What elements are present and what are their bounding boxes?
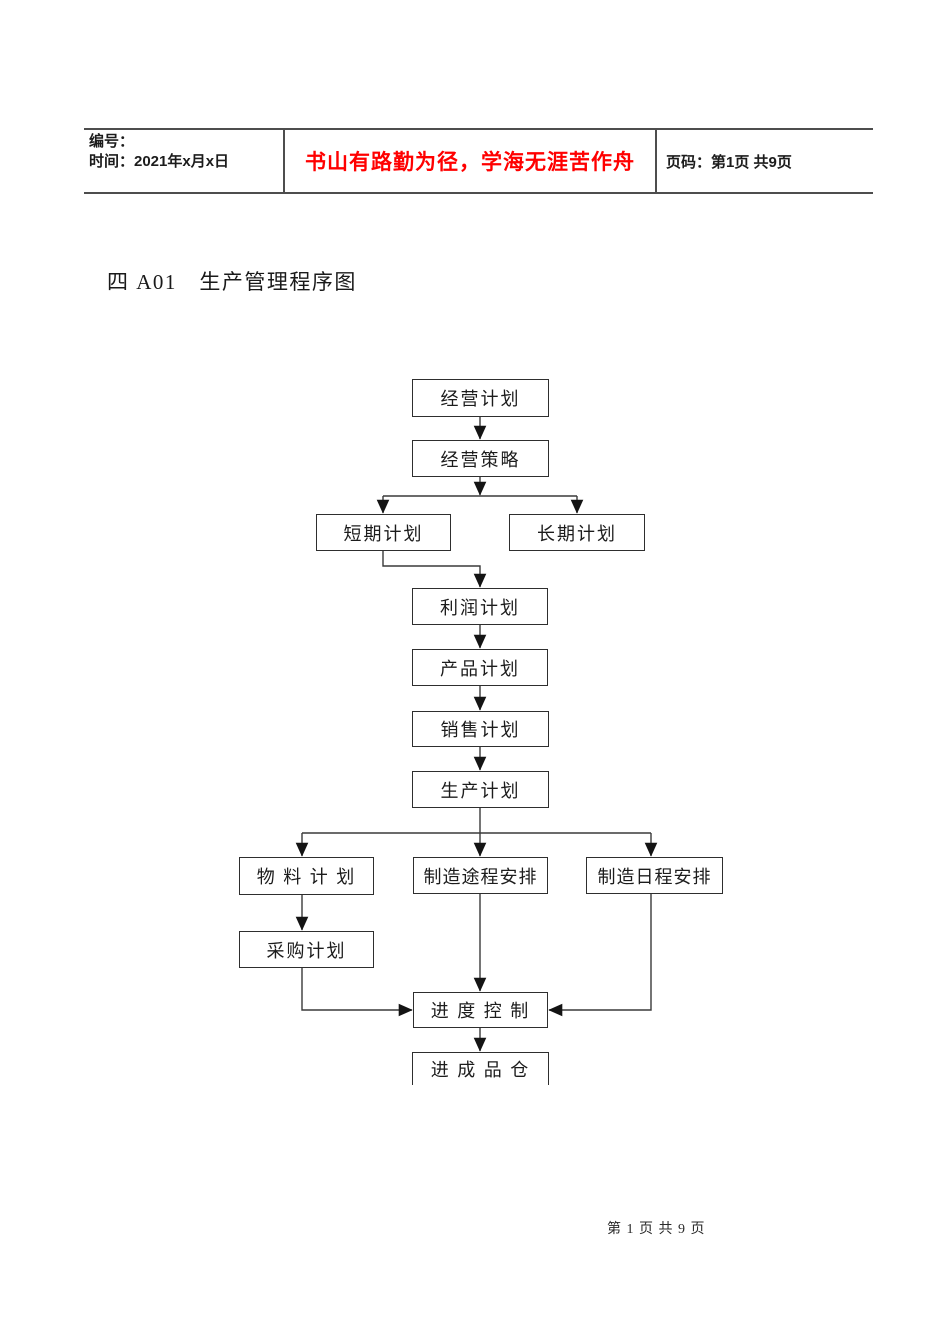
document-title: 四 A01 生产管理程序图 [107, 270, 357, 294]
flow-node-product-plan: 产品计划 [412, 649, 548, 686]
flow-node-production-plan: 生产计划 [412, 771, 549, 808]
flow-node-finished-goods-warehouse: 进 成 品 仓 [412, 1052, 549, 1085]
flow-node-material-plan: 物 料 计 划 [239, 857, 374, 895]
header-cell-info: 编号： 时间：2021年x月x日 [84, 130, 283, 192]
flow-node-business-plan: 经营计划 [412, 379, 549, 417]
flow-node-long-term-plan: 长期计划 [509, 514, 645, 551]
flow-node-progress-control: 进 度 控 制 [413, 992, 548, 1028]
doc-number-label: 编号： [89, 133, 135, 150]
motto-text: 书山有路勤为径，学海无涯苦作舟 [305, 150, 635, 174]
header-table: 编号： 时间：2021年x月x日 书山有路勤为径，学海无涯苦作舟 页码：第1页 … [84, 128, 873, 194]
flow-node-short-term-plan: 短期计划 [316, 514, 451, 551]
flow-node-date-scheduling: 制造日程安排 [586, 857, 723, 894]
flow-node-sales-plan: 销售计划 [412, 711, 549, 747]
header-cell-page: 页码：第1页 共9页 [657, 130, 873, 192]
flow-node-profit-plan: 利润计划 [412, 588, 548, 625]
page-number-label: 页码：第1页 共9页 [666, 153, 792, 171]
flow-node-purchasing-plan: 采购计划 [239, 931, 374, 968]
doc-date-label: 时间：2021年x月x日 [89, 153, 230, 170]
flow-node-route-scheduling: 制造途程安排 [413, 857, 548, 894]
header-cell-motto: 书山有路勤为径，学海无涯苦作舟 [283, 130, 657, 192]
flow-node-business-strategy: 经营策略 [412, 440, 549, 477]
footer-page-number: 第 1 页 共 9 页 [607, 1222, 706, 1237]
